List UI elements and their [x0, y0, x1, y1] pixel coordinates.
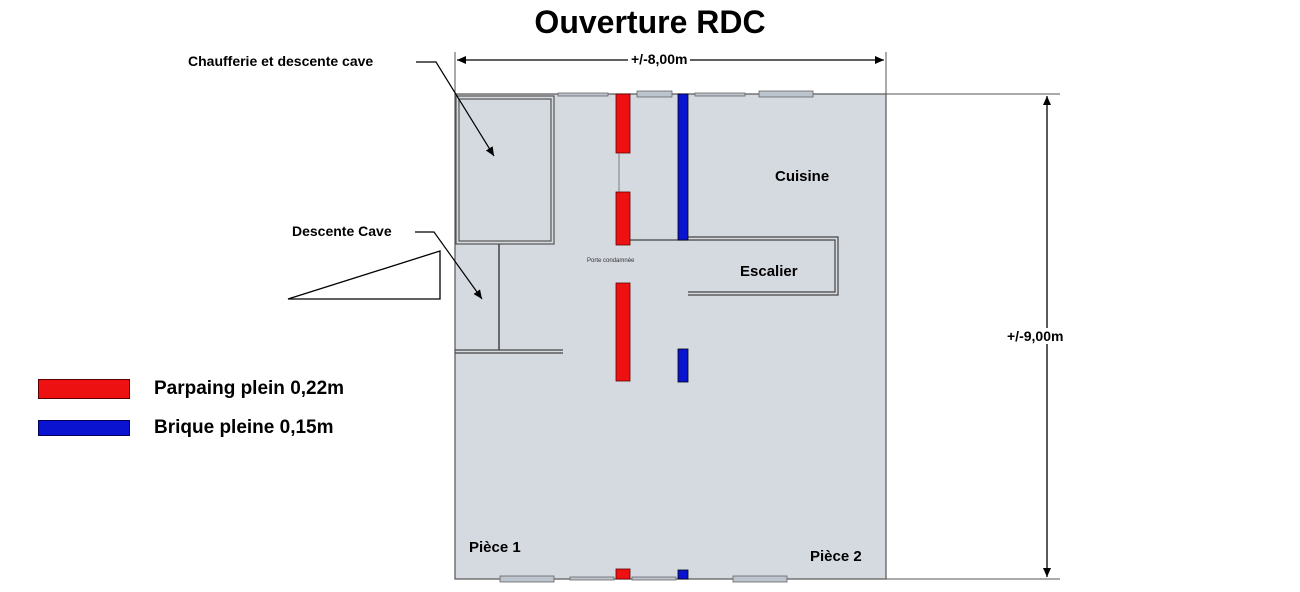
- window: [694, 92, 746, 97]
- cuisine-label: Cuisine: [775, 168, 830, 185]
- legend-brique-label: Brique pleine 0,15m: [154, 417, 334, 438]
- parpaing-wall: [615, 568, 631, 580]
- chaufferie-room: [455, 95, 555, 245]
- descente-cave-label: Descente Cave: [292, 223, 392, 239]
- piece1-label: Pièce 1: [469, 539, 521, 556]
- legend-swatch-blue: [38, 420, 130, 436]
- legend-brique: Brique pleine 0,15m: [38, 417, 334, 439]
- height-dimension-label: +/-9,00m: [1004, 328, 1067, 344]
- window: [499, 575, 555, 583]
- window: [758, 90, 814, 98]
- window: [636, 90, 673, 98]
- porte-condamnee-note: Porte condamnée: [587, 258, 635, 264]
- descente-cave-callout: [415, 231, 483, 300]
- page-title: Ouverture RDC: [534, 4, 766, 40]
- staircase: [688, 236, 839, 296]
- legend-parpaing: Parpaing plein 0,22m: [38, 378, 344, 400]
- parpaing-wall: [615, 93, 631, 154]
- brique-wall: [677, 93, 689, 241]
- parpaing-wall: [615, 191, 631, 246]
- slope-triangle: [287, 250, 441, 300]
- legend-swatch-red: [38, 379, 130, 399]
- window: [732, 575, 788, 583]
- floor-area: [454, 93, 887, 580]
- chaufferie-label: Chaufferie et descente cave: [188, 53, 374, 69]
- piece2-label: Pièce 2: [810, 548, 862, 565]
- brique-wall: [677, 569, 689, 580]
- window: [569, 576, 615, 581]
- window: [557, 92, 609, 97]
- chaufferie-callout: [416, 61, 495, 157]
- width-dimension-label: +/-8,00m: [628, 51, 691, 67]
- brique-wall: [677, 348, 689, 383]
- legend-parpaing-label: Parpaing plein 0,22m: [154, 378, 345, 399]
- parpaing-wall: [615, 282, 631, 382]
- escalier-label: Escalier: [740, 263, 798, 280]
- window: [631, 576, 677, 581]
